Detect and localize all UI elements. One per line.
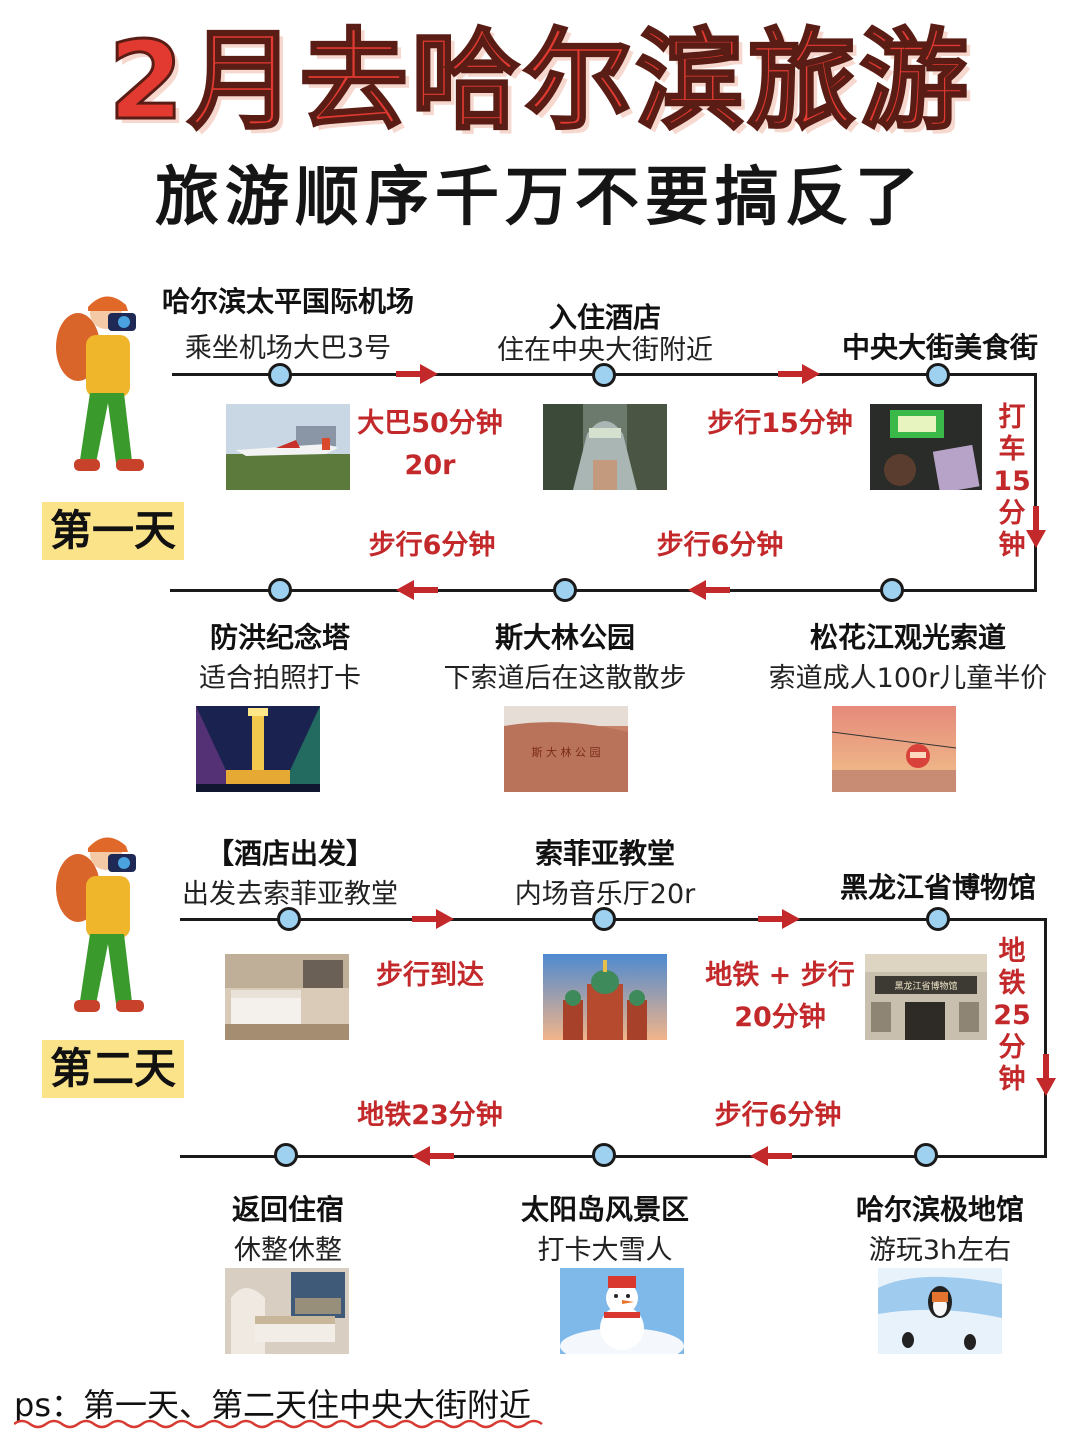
arrow-right-icon xyxy=(396,362,438,390)
snowman-photo xyxy=(560,1268,684,1354)
hotel-room-photo xyxy=(225,954,349,1040)
transfer-label: 步行6分钟 xyxy=(368,530,496,561)
route-node xyxy=(268,363,292,387)
arrow-right-icon xyxy=(412,907,454,935)
transfer-label-vertical: 地 铁 25 分 钟 xyxy=(993,936,1031,1095)
day2-route-line-right xyxy=(1044,918,1047,1158)
stop-name: 【酒店出发】 xyxy=(205,837,374,870)
stop-note: 打卡大雪人 xyxy=(537,1235,673,1266)
route-node xyxy=(592,907,616,931)
arrow-left-icon xyxy=(412,1144,454,1172)
route-node xyxy=(553,578,577,602)
svg-text:斯 大 林 公 园: 斯 大 林 公 园 xyxy=(532,745,601,759)
stop-note: 适合拍照打卡 xyxy=(199,663,361,694)
route-node xyxy=(592,1143,616,1167)
stop-note: 游玩3h左右 xyxy=(868,1235,1012,1266)
stop-name: 防洪纪念塔 xyxy=(209,621,350,654)
stop-name: 哈尔滨太平国际机场 xyxy=(161,285,414,318)
ps-note: ps：第一天、第二天住中央大街附近 xyxy=(14,1384,543,1429)
traveler-illustration xyxy=(38,826,158,1026)
transfer-label: 步行6分钟 xyxy=(714,1100,842,1131)
stop-name: 哈尔滨极地馆 xyxy=(855,1193,1024,1226)
hotel-return-photo xyxy=(225,1268,349,1354)
sophia-cathedral-photo xyxy=(543,954,667,1040)
arrow-right-icon xyxy=(758,907,800,935)
transfer-label: 20r xyxy=(404,450,456,481)
transfer-label-vertical: 打 车 15 分 钟 xyxy=(993,402,1031,561)
stop-note: 内场音乐厅20r xyxy=(514,879,696,910)
stop-name: 斯大林公园 xyxy=(494,621,635,654)
stop-note: 出发去索菲亚教堂 xyxy=(182,879,398,910)
arrow-down-icon xyxy=(1034,1054,1058,1100)
day1-route-line-right xyxy=(1034,373,1037,591)
route-node xyxy=(926,907,950,931)
cableway-photo xyxy=(832,706,956,792)
stop-note: 索道成人100r儿童半价 xyxy=(768,663,1048,694)
arrow-down-icon xyxy=(1024,506,1048,552)
route-node xyxy=(592,363,616,387)
stalin-park-photo: 斯 大 林 公 园 xyxy=(504,706,628,792)
wavy-underline xyxy=(14,1419,543,1429)
traveler-illustration xyxy=(38,285,158,485)
arrow-left-icon xyxy=(688,578,730,606)
food-street-photo xyxy=(870,404,982,490)
stop-name: 黑龙江省博物馆 xyxy=(839,871,1036,904)
transfer-label: 步行6分钟 xyxy=(656,530,784,561)
stop-note: 乘坐机场大巴3号 xyxy=(184,333,392,364)
day2-label: 第二天 xyxy=(42,1040,185,1098)
arrow-left-icon xyxy=(750,1144,792,1172)
polarland-photo xyxy=(878,1268,1002,1354)
day1-route-line-bottom xyxy=(170,589,1037,592)
transfer-label: 步行15分钟 xyxy=(707,408,853,439)
transfer-label: 步行到达 xyxy=(376,960,484,991)
airport-photo xyxy=(226,404,350,490)
route-node xyxy=(880,578,904,602)
stop-name: 入住酒店 xyxy=(548,301,661,334)
transfer-label: 大巴50分钟 xyxy=(357,408,503,439)
stop-note: 下索道后在这散散步 xyxy=(443,663,687,694)
stop-name: 索菲亚教堂 xyxy=(534,837,675,870)
flood-tower-photo xyxy=(196,706,320,792)
route-node xyxy=(914,1143,938,1167)
route-node xyxy=(268,578,292,602)
route-node xyxy=(274,1143,298,1167)
route-node xyxy=(277,907,301,931)
page-title: 2月去哈尔滨旅游 xyxy=(107,19,972,144)
stop-name: 太阳岛风景区 xyxy=(520,1193,689,1226)
transfer-label: 地铁 + 步行 xyxy=(705,960,855,991)
stop-note: 住在中央大街附近 xyxy=(497,335,713,366)
page-subtitle: 旅游顺序千万不要搞反了 xyxy=(155,161,925,235)
stop-note: 休整休整 xyxy=(234,1235,342,1266)
stop-name: 中央大街美食街 xyxy=(841,331,1038,364)
museum-photo: 黑龙江省博物馆 xyxy=(865,954,987,1040)
arrow-left-icon xyxy=(396,578,438,606)
stop-name: 松花江观光索道 xyxy=(809,621,1006,654)
day1-label: 第一天 xyxy=(42,502,185,560)
hotel-street-photo xyxy=(543,404,667,490)
route-node xyxy=(926,363,950,387)
stop-name: 返回住宿 xyxy=(231,1193,344,1226)
arrow-right-icon xyxy=(778,362,820,390)
svg-text:黑龙江省博物馆: 黑龙江省博物馆 xyxy=(894,980,957,992)
transfer-label: 20分钟 xyxy=(734,1002,826,1033)
transfer-label: 地铁23分钟 xyxy=(357,1100,503,1131)
